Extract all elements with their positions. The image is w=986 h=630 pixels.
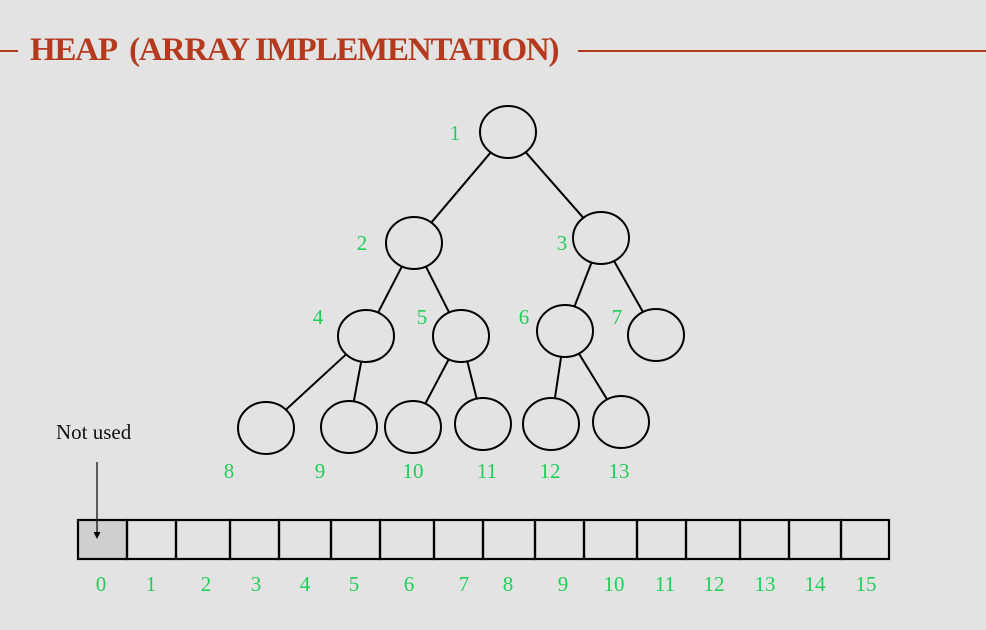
array-index-label: 9 (558, 572, 569, 596)
array-cell (533, 518, 586, 561)
array-index-label: 12 (704, 572, 725, 596)
tree-node-index-label: 3 (557, 231, 568, 255)
tree-edge-5-10 (424, 358, 450, 405)
not-used-arrow-head (93, 532, 101, 539)
tree-node-index-label: 6 (519, 305, 530, 329)
array-index-label: 14 (805, 572, 827, 596)
slide-title: HEAP (ARRAY IMPLEMENTATION) (30, 32, 560, 68)
array-index-label: 11 (655, 572, 675, 596)
tree-node-12 (522, 397, 580, 451)
tree-node-11 (454, 397, 512, 451)
array-index-label: 5 (349, 572, 360, 596)
tree-edges (285, 151, 644, 411)
tree-node-index-label: 11 (477, 459, 497, 483)
not-used-label: Not used (56, 420, 132, 444)
title-rule-right (578, 50, 986, 52)
tree-node-1 (479, 105, 537, 159)
tree-node-9 (320, 400, 378, 454)
tree-edge-5-11 (466, 361, 478, 399)
array-cell (582, 518, 639, 561)
tree-node-5 (432, 309, 490, 363)
tree-edge-3-7 (613, 260, 644, 313)
array-cell (787, 518, 843, 561)
array-index-label: 7 (459, 572, 470, 596)
tree-node-index-label: 2 (357, 231, 368, 255)
tree-edge-3-6 (573, 262, 593, 307)
tree-node-index-label: 1 (450, 121, 461, 145)
array-index-label: 10 (604, 572, 625, 596)
tree-edge-6-13 (578, 353, 608, 400)
array-index-label: 1 (146, 572, 157, 596)
tree-edge-4-8 (285, 353, 347, 411)
tree-nodes (237, 105, 685, 455)
array-cell-unused (76, 518, 129, 561)
array-cell (839, 518, 891, 561)
tree-node-4 (337, 309, 395, 363)
title-row: HEAP (ARRAY IMPLEMENTATION) (0, 28, 986, 72)
array-cell (125, 518, 178, 561)
array-index-label: 15 (856, 572, 877, 596)
array-index-label: 3 (251, 572, 262, 596)
title-rule-left (0, 50, 18, 52)
tree-node-2 (385, 216, 443, 270)
array-cell (329, 518, 382, 561)
tree-node-index-label: 8 (224, 459, 235, 483)
tree-edge-2-5 (425, 266, 450, 313)
tree-node-8 (237, 401, 295, 455)
tree-node-3 (572, 211, 630, 265)
array-cell (378, 518, 436, 561)
array-index-label: 6 (404, 572, 415, 596)
array-cell (432, 518, 485, 561)
tree-node-index-label: 9 (315, 459, 326, 483)
array-index-label: 13 (755, 572, 776, 596)
tree-node-index-label: 4 (313, 305, 324, 329)
tree-edge-2-4 (377, 265, 403, 314)
array-cell (738, 518, 791, 561)
tree-edge-1-3 (524, 151, 585, 219)
not-used-note: Not used (56, 420, 132, 539)
array-cell (277, 518, 333, 561)
tree-edge-1-2 (430, 151, 492, 224)
heap-array (76, 518, 891, 561)
tree-node-6 (536, 304, 594, 358)
array-index-label: 0 (96, 572, 107, 596)
tree-node-index-label: 5 (417, 305, 428, 329)
tree-node-index-label: 7 (612, 305, 623, 329)
array-index-label: 4 (300, 572, 311, 596)
tree-edge-6-12 (553, 356, 563, 399)
array-index-label: 2 (201, 572, 212, 596)
tree-node-13 (592, 395, 650, 449)
tree-node-index-label: 12 (540, 459, 561, 483)
tree-node-10 (384, 400, 442, 454)
array-cell (481, 518, 537, 561)
array-cell (684, 518, 742, 561)
array-cell (174, 518, 232, 561)
tree-node-index-label: 10 (403, 459, 424, 483)
array-cell (228, 518, 281, 561)
tree-node-7 (627, 308, 685, 362)
tree-node-index-label: 13 (609, 459, 630, 483)
array-cell (635, 518, 688, 561)
array-index-label: 8 (503, 572, 514, 596)
tree-edge-4-9 (352, 361, 363, 402)
